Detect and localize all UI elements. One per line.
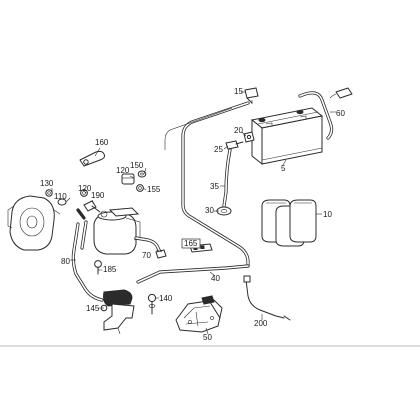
wire-160	[164, 107, 233, 150]
callout-165-box	[181, 238, 201, 249]
ground-strap-145[interactable]	[100, 289, 135, 335]
callout-155: 155	[147, 185, 161, 194]
clamp-20[interactable]	[243, 131, 255, 143]
bolt-140[interactable]	[147, 293, 157, 315]
wire-200[interactable]	[243, 275, 291, 321]
vent-hose-35[interactable]	[222, 148, 232, 208]
callout-40: 40	[211, 274, 220, 283]
callout-120b: 120	[78, 184, 92, 193]
nut-120a[interactable]	[80, 189, 88, 197]
mounting-plate-50[interactable]	[175, 295, 223, 333]
battery-cells-10[interactable]	[261, 199, 317, 247]
starter-motor[interactable]	[93, 207, 141, 255]
callout-70: 70	[142, 251, 151, 260]
bolt-185[interactable]	[94, 260, 102, 275]
starter-cable-70[interactable]	[134, 236, 167, 259]
callout-30: 30	[205, 206, 214, 215]
terminal-15[interactable]	[244, 87, 259, 104]
ground-cable-80[interactable]	[71, 208, 104, 302]
callout-60: 60	[336, 109, 345, 118]
callout-50: 50	[203, 333, 212, 342]
callout-110: 110	[54, 192, 67, 201]
callouts: 15 60 20 25 5 35 30 10 160 120 150 155 1…	[40, 87, 345, 342]
nut-130[interactable]	[45, 189, 53, 197]
leader-lines	[51, 91, 336, 335]
callout-145: 145	[86, 304, 100, 313]
callout-35: 35	[210, 182, 219, 191]
callout-80: 80	[61, 257, 70, 266]
callout-165: 165	[184, 239, 198, 248]
callout-130: 130	[40, 179, 54, 188]
alternator[interactable]	[7, 195, 61, 251]
callout-160: 160	[95, 138, 109, 147]
vent-tube-25[interactable]	[225, 140, 244, 150]
nut-155[interactable]	[136, 184, 144, 192]
battery-cable-60[interactable]	[298, 87, 353, 140]
clip-160[interactable]	[79, 150, 105, 167]
cable-40[interactable]	[136, 101, 250, 284]
washer-150[interactable]	[137, 170, 147, 178]
callout-20: 20	[234, 126, 243, 135]
callout-5: 5	[281, 164, 286, 173]
callout-200: 200	[254, 319, 268, 328]
callout-150: 150	[130, 161, 144, 170]
callout-140: 140	[159, 294, 173, 303]
callout-10: 10	[323, 210, 332, 219]
sleeve-120[interactable]	[121, 173, 135, 185]
grommet-30[interactable]	[216, 206, 232, 216]
callout-120a: 120	[116, 166, 130, 175]
bolt-190[interactable]	[83, 200, 101, 213]
battery-5[interactable]	[250, 107, 324, 166]
callout-25: 25	[214, 145, 223, 154]
callout-15: 15	[234, 87, 243, 96]
callout-190: 190	[91, 191, 105, 200]
callout-185: 185	[103, 265, 117, 274]
